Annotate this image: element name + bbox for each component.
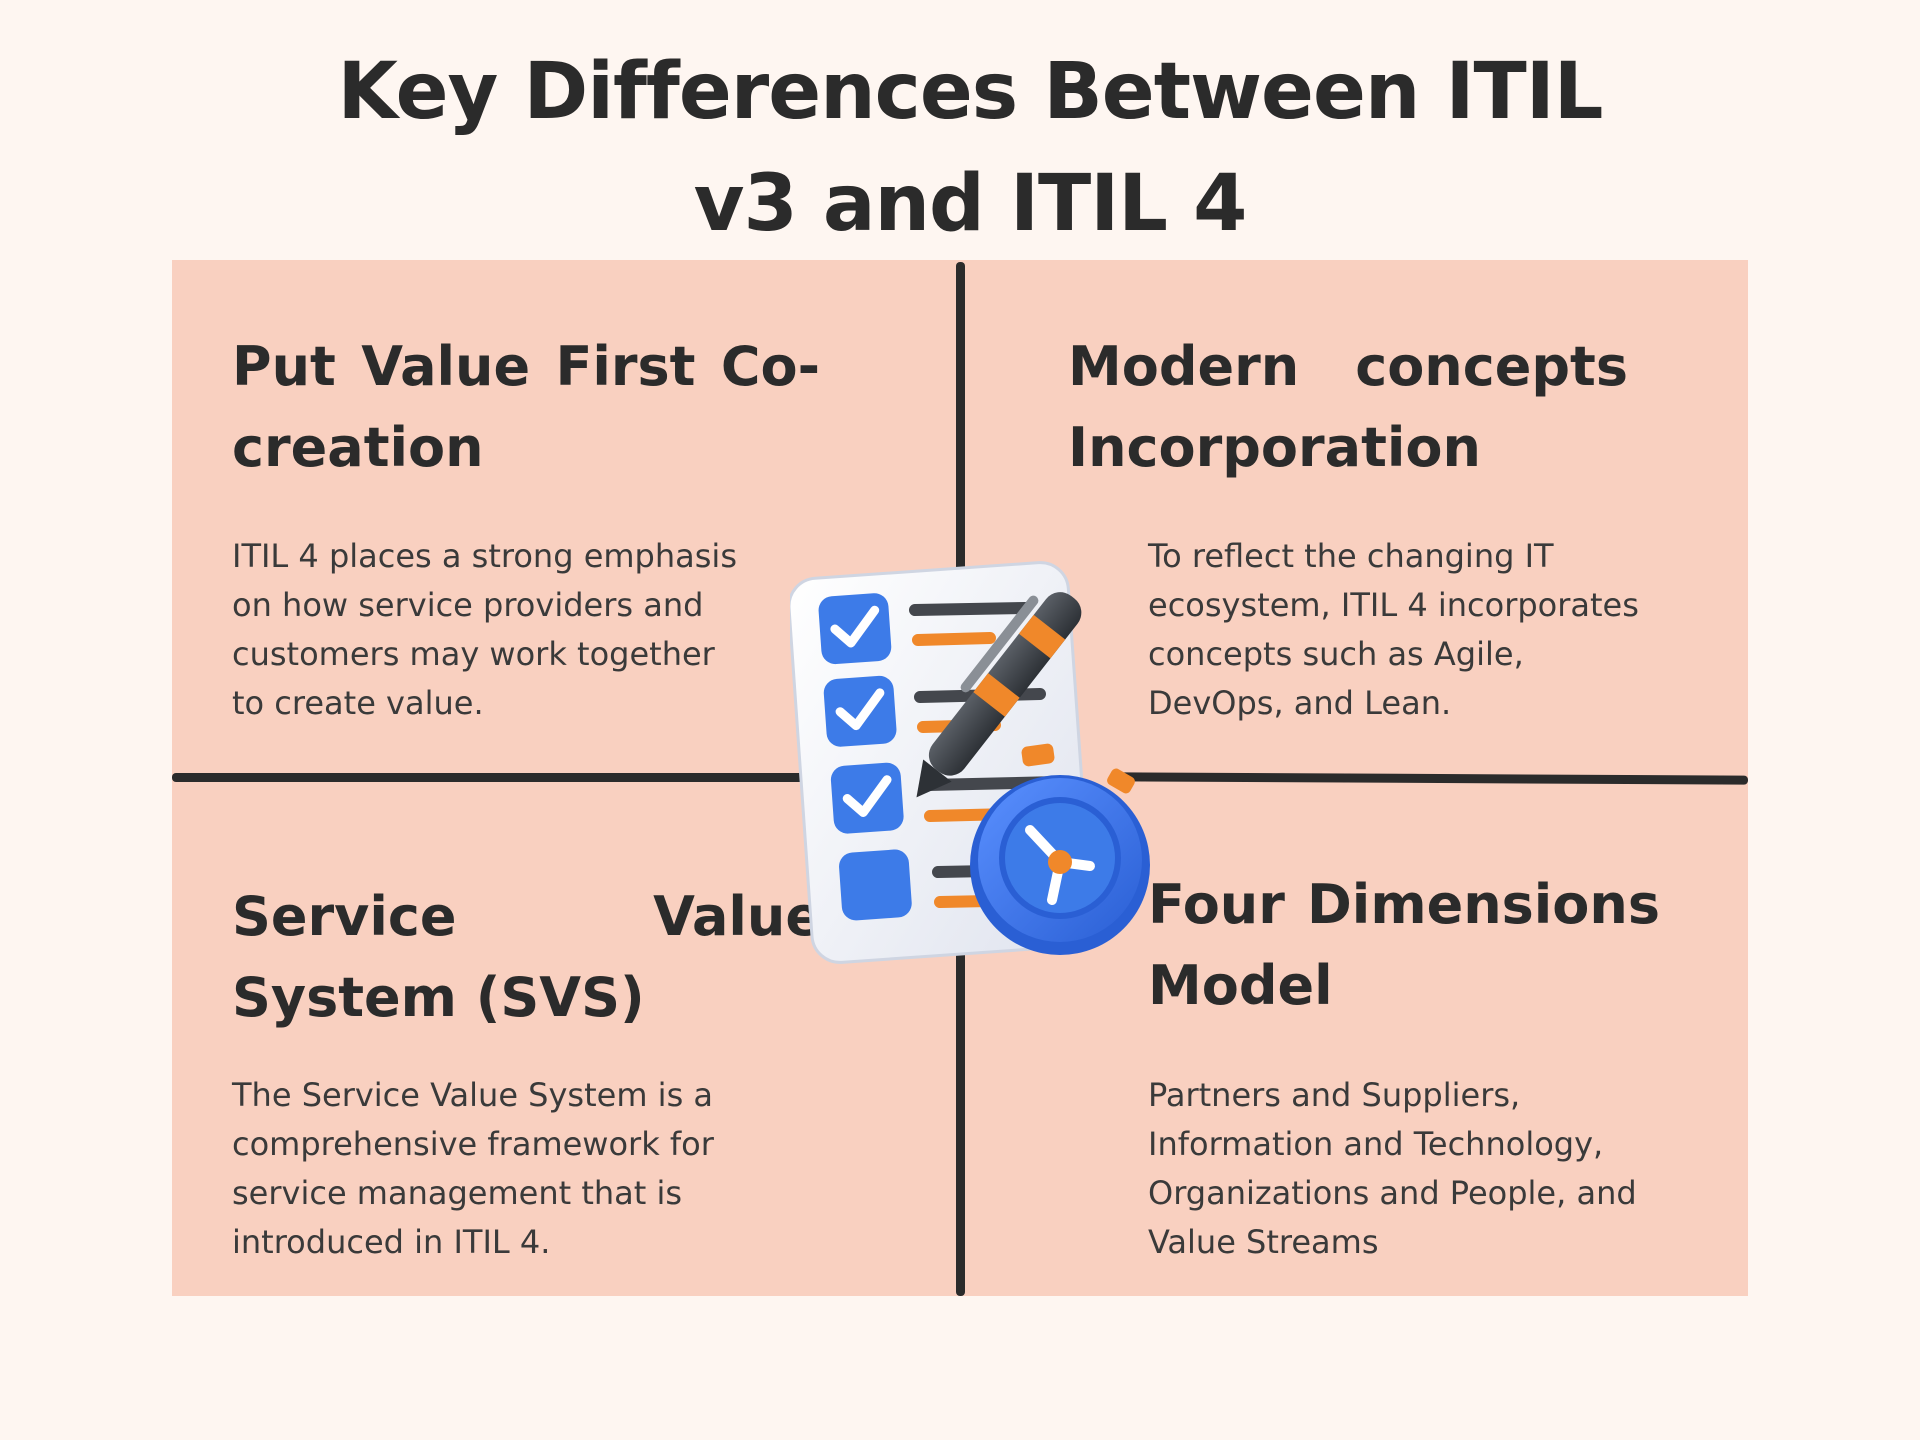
quadrant-4-title: Four Dimensions Model [1148,873,1660,1017]
quadrant-3-body: The Service Value System is a comprehens… [232,1076,714,1261]
quadrant-1-body: ITIL 4 places a strong emphasis on how s… [232,537,737,722]
quadrant-2-title: Modern concepts Incorporation [1068,335,1628,479]
checkbox-1 [818,593,892,665]
clock-icon [970,743,1150,955]
horizontal-divider-left [172,773,806,782]
checkbox-4 [839,849,912,921]
checkbox-2 [823,675,897,747]
quadrant-2-body: To reflect the changing IT ecosystem, IT… [1148,537,1639,722]
checklist-pen-clock-icon [787,560,1160,970]
page-title: Key Differences Between ITIL v3 and ITIL… [260,36,1680,260]
pen-icon [916,592,1082,798]
quadrant-1-title: Put Value First Co-creation [232,335,820,479]
quadrant-4-body: Partners and Suppliers, Information and … [1148,1076,1637,1261]
quadrant-3-title: Service Value System (SVS) [232,885,822,1029]
checkbox-3 [830,762,904,834]
page-title-line-2: v3 and ITIL 4 [693,159,1248,249]
page-title-line-1: Key Differences Between ITIL [337,47,1604,137]
